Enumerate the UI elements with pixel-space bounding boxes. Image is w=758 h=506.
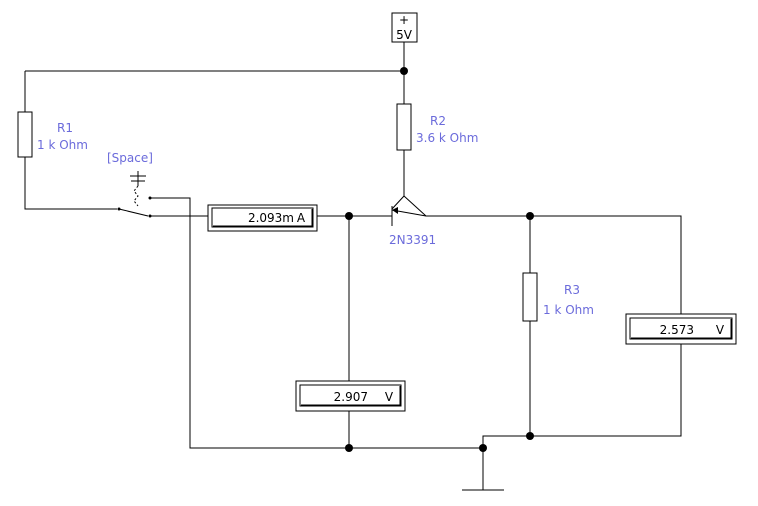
resistor-r2[interactable]	[396, 103, 412, 151]
voltmeter-r3-reading: 2.573	[660, 323, 694, 337]
switch-key-cap	[130, 171, 146, 186]
transistor-emitter-lead	[403, 195, 427, 217]
npn-transistor[interactable]	[388, 195, 427, 226]
junction-node	[400, 67, 408, 75]
transistor-arrow	[392, 207, 398, 214]
switch-blade	[118, 208, 149, 217]
voltmeter-r3-unit: V	[716, 323, 725, 337]
source-polarity-sign: +	[399, 13, 409, 27]
r3-name-label: R3	[564, 283, 580, 297]
wire-emitter-rail	[426, 215, 682, 314]
switch-lower-contact	[148, 214, 152, 218]
toggle-switch[interactable]	[117, 171, 152, 218]
ammeter-reading: 2.093m	[248, 211, 294, 225]
dc-voltage-source[interactable]: + 5V	[391, 12, 418, 43]
voltmeter-base[interactable]: 2.907 V	[295, 380, 406, 412]
transistor-label: 2N3391	[389, 233, 436, 247]
switch-actuator	[133, 185, 139, 207]
junction-node	[345, 444, 353, 452]
voltmeter-base-unit: V	[385, 390, 394, 404]
switch-upper-contact	[148, 196, 152, 200]
resistor-r3[interactable]	[522, 272, 538, 322]
switch-key-label: [Space]	[107, 151, 153, 165]
junction-node	[345, 212, 353, 220]
voltmeter-r3[interactable]: 2.573 V	[625, 313, 737, 345]
resistor-r1[interactable]	[17, 111, 33, 158]
ammeter[interactable]: 2.093m A	[207, 204, 318, 232]
junctions	[345, 67, 534, 452]
wire-ground-return	[150, 197, 483, 449]
r1-name-label: R1	[57, 121, 73, 135]
ammeter-unit: A	[297, 211, 306, 225]
r1-value-label: 1 k Ohm	[37, 138, 88, 152]
wire-r1-bottom	[24, 157, 117, 210]
junction-node	[526, 432, 534, 440]
r3-value-label: 1 k Ohm	[543, 303, 594, 317]
junction-node	[526, 212, 534, 220]
r2-name-label: R2	[430, 114, 446, 128]
source-voltage-label: 5V	[396, 28, 413, 42]
voltmeter-base-reading: 2.907	[334, 390, 368, 404]
junction-node	[479, 444, 487, 452]
wires	[24, 42, 682, 490]
transistor-collector-line	[391, 195, 405, 210]
wire-right-bottom	[482, 344, 682, 490]
r2-value-label: 3.6 k Ohm	[416, 131, 478, 145]
